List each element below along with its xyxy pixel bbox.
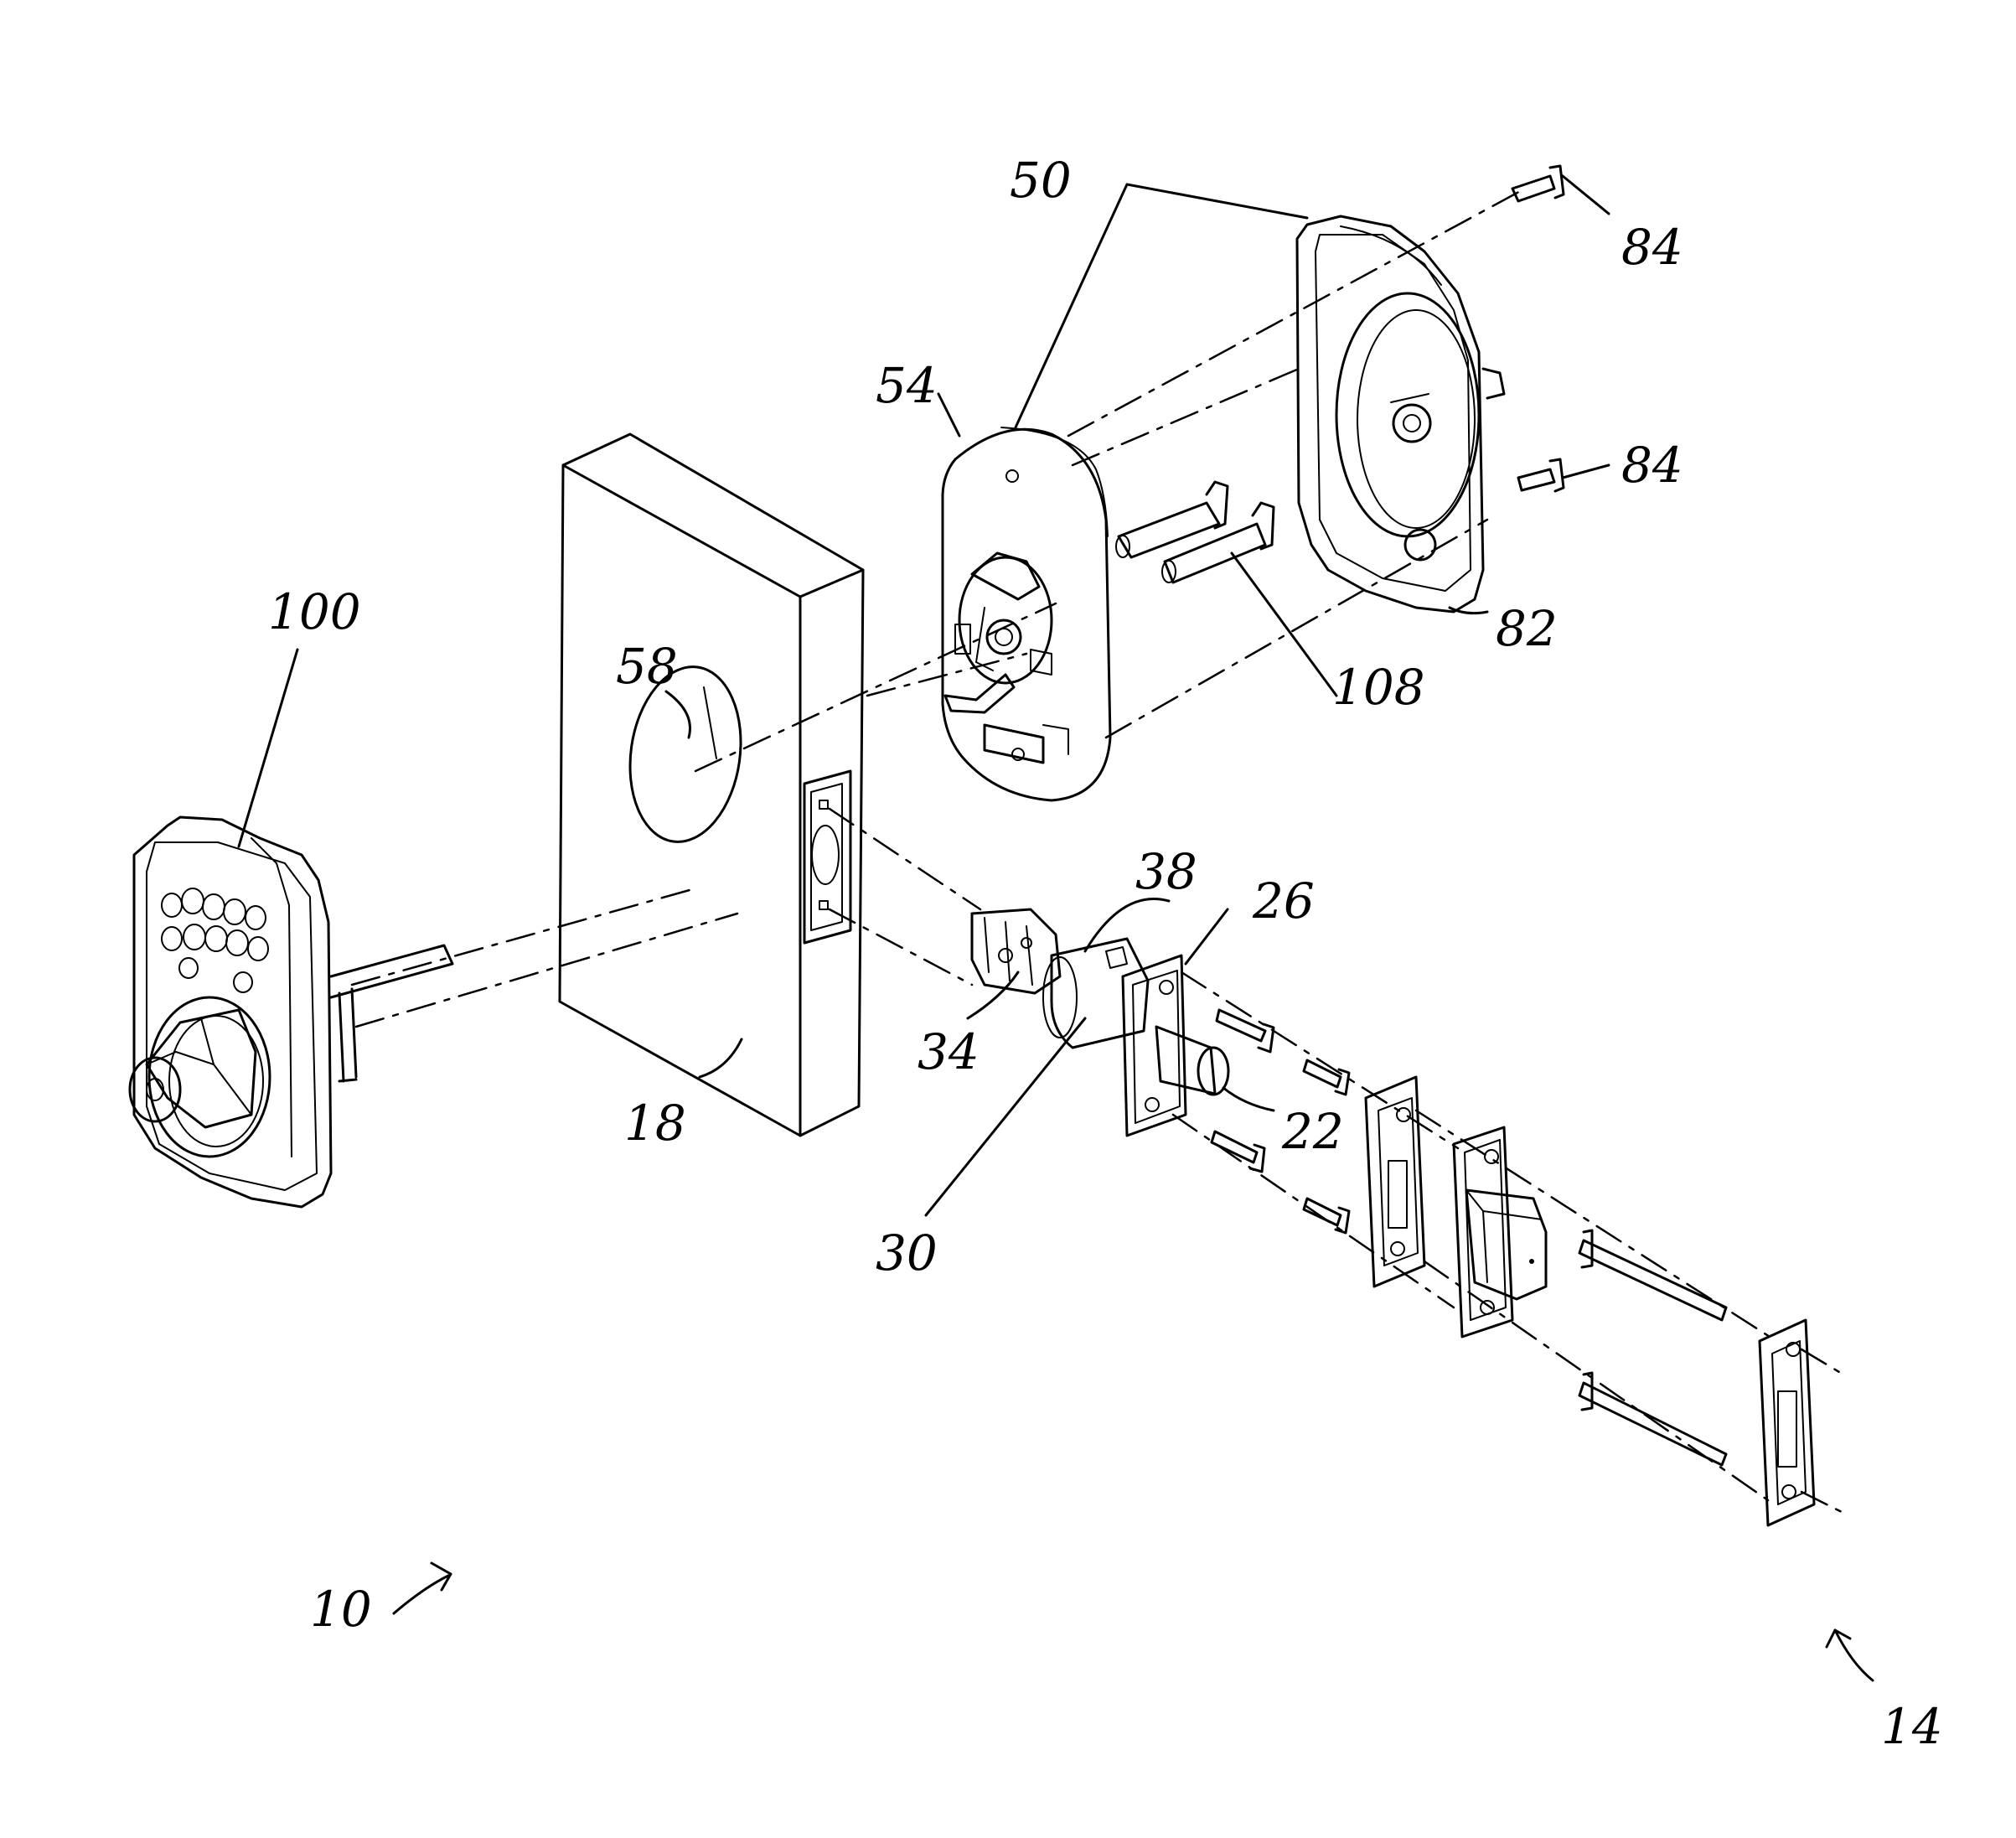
label-50: 50 <box>1010 152 1072 209</box>
label-108: 108 <box>1332 659 1425 716</box>
reference-numerals: 100 58 54 50 84 84 82 108 38 26 34 22 18… <box>268 152 1943 1755</box>
label-84-lower: 84 <box>1621 437 1683 494</box>
leader-lines <box>239 176 1873 1680</box>
label-58: 58 <box>616 638 678 695</box>
label-26: 26 <box>1252 872 1315 929</box>
screws-84 <box>1512 166 1564 491</box>
label-18: 18 <box>624 1095 686 1152</box>
label-84-upper: 84 <box>1621 219 1683 276</box>
label-14: 14 <box>1881 1698 1943 1755</box>
label-22: 22 <box>1281 1103 1344 1160</box>
door <box>560 434 863 1136</box>
label-38: 38 <box>1135 843 1197 900</box>
keypad-buttons <box>162 888 268 992</box>
mounting-plate <box>943 427 1110 800</box>
label-34: 34 <box>918 1023 980 1080</box>
exterior-keypad-assembly <box>130 817 452 1207</box>
bolts <box>1116 482 1274 582</box>
label-10: 10 <box>310 1581 372 1638</box>
label-82: 82 <box>1496 600 1558 657</box>
phantom-lines <box>352 189 1843 1513</box>
label-54: 54 <box>876 357 938 414</box>
interior-cover <box>1297 216 1504 612</box>
label-100: 100 <box>268 583 361 640</box>
label-30: 30 <box>876 1224 938 1281</box>
strike-hardware <box>1304 1060 1814 1525</box>
bolt-assembly <box>972 909 1274 1172</box>
